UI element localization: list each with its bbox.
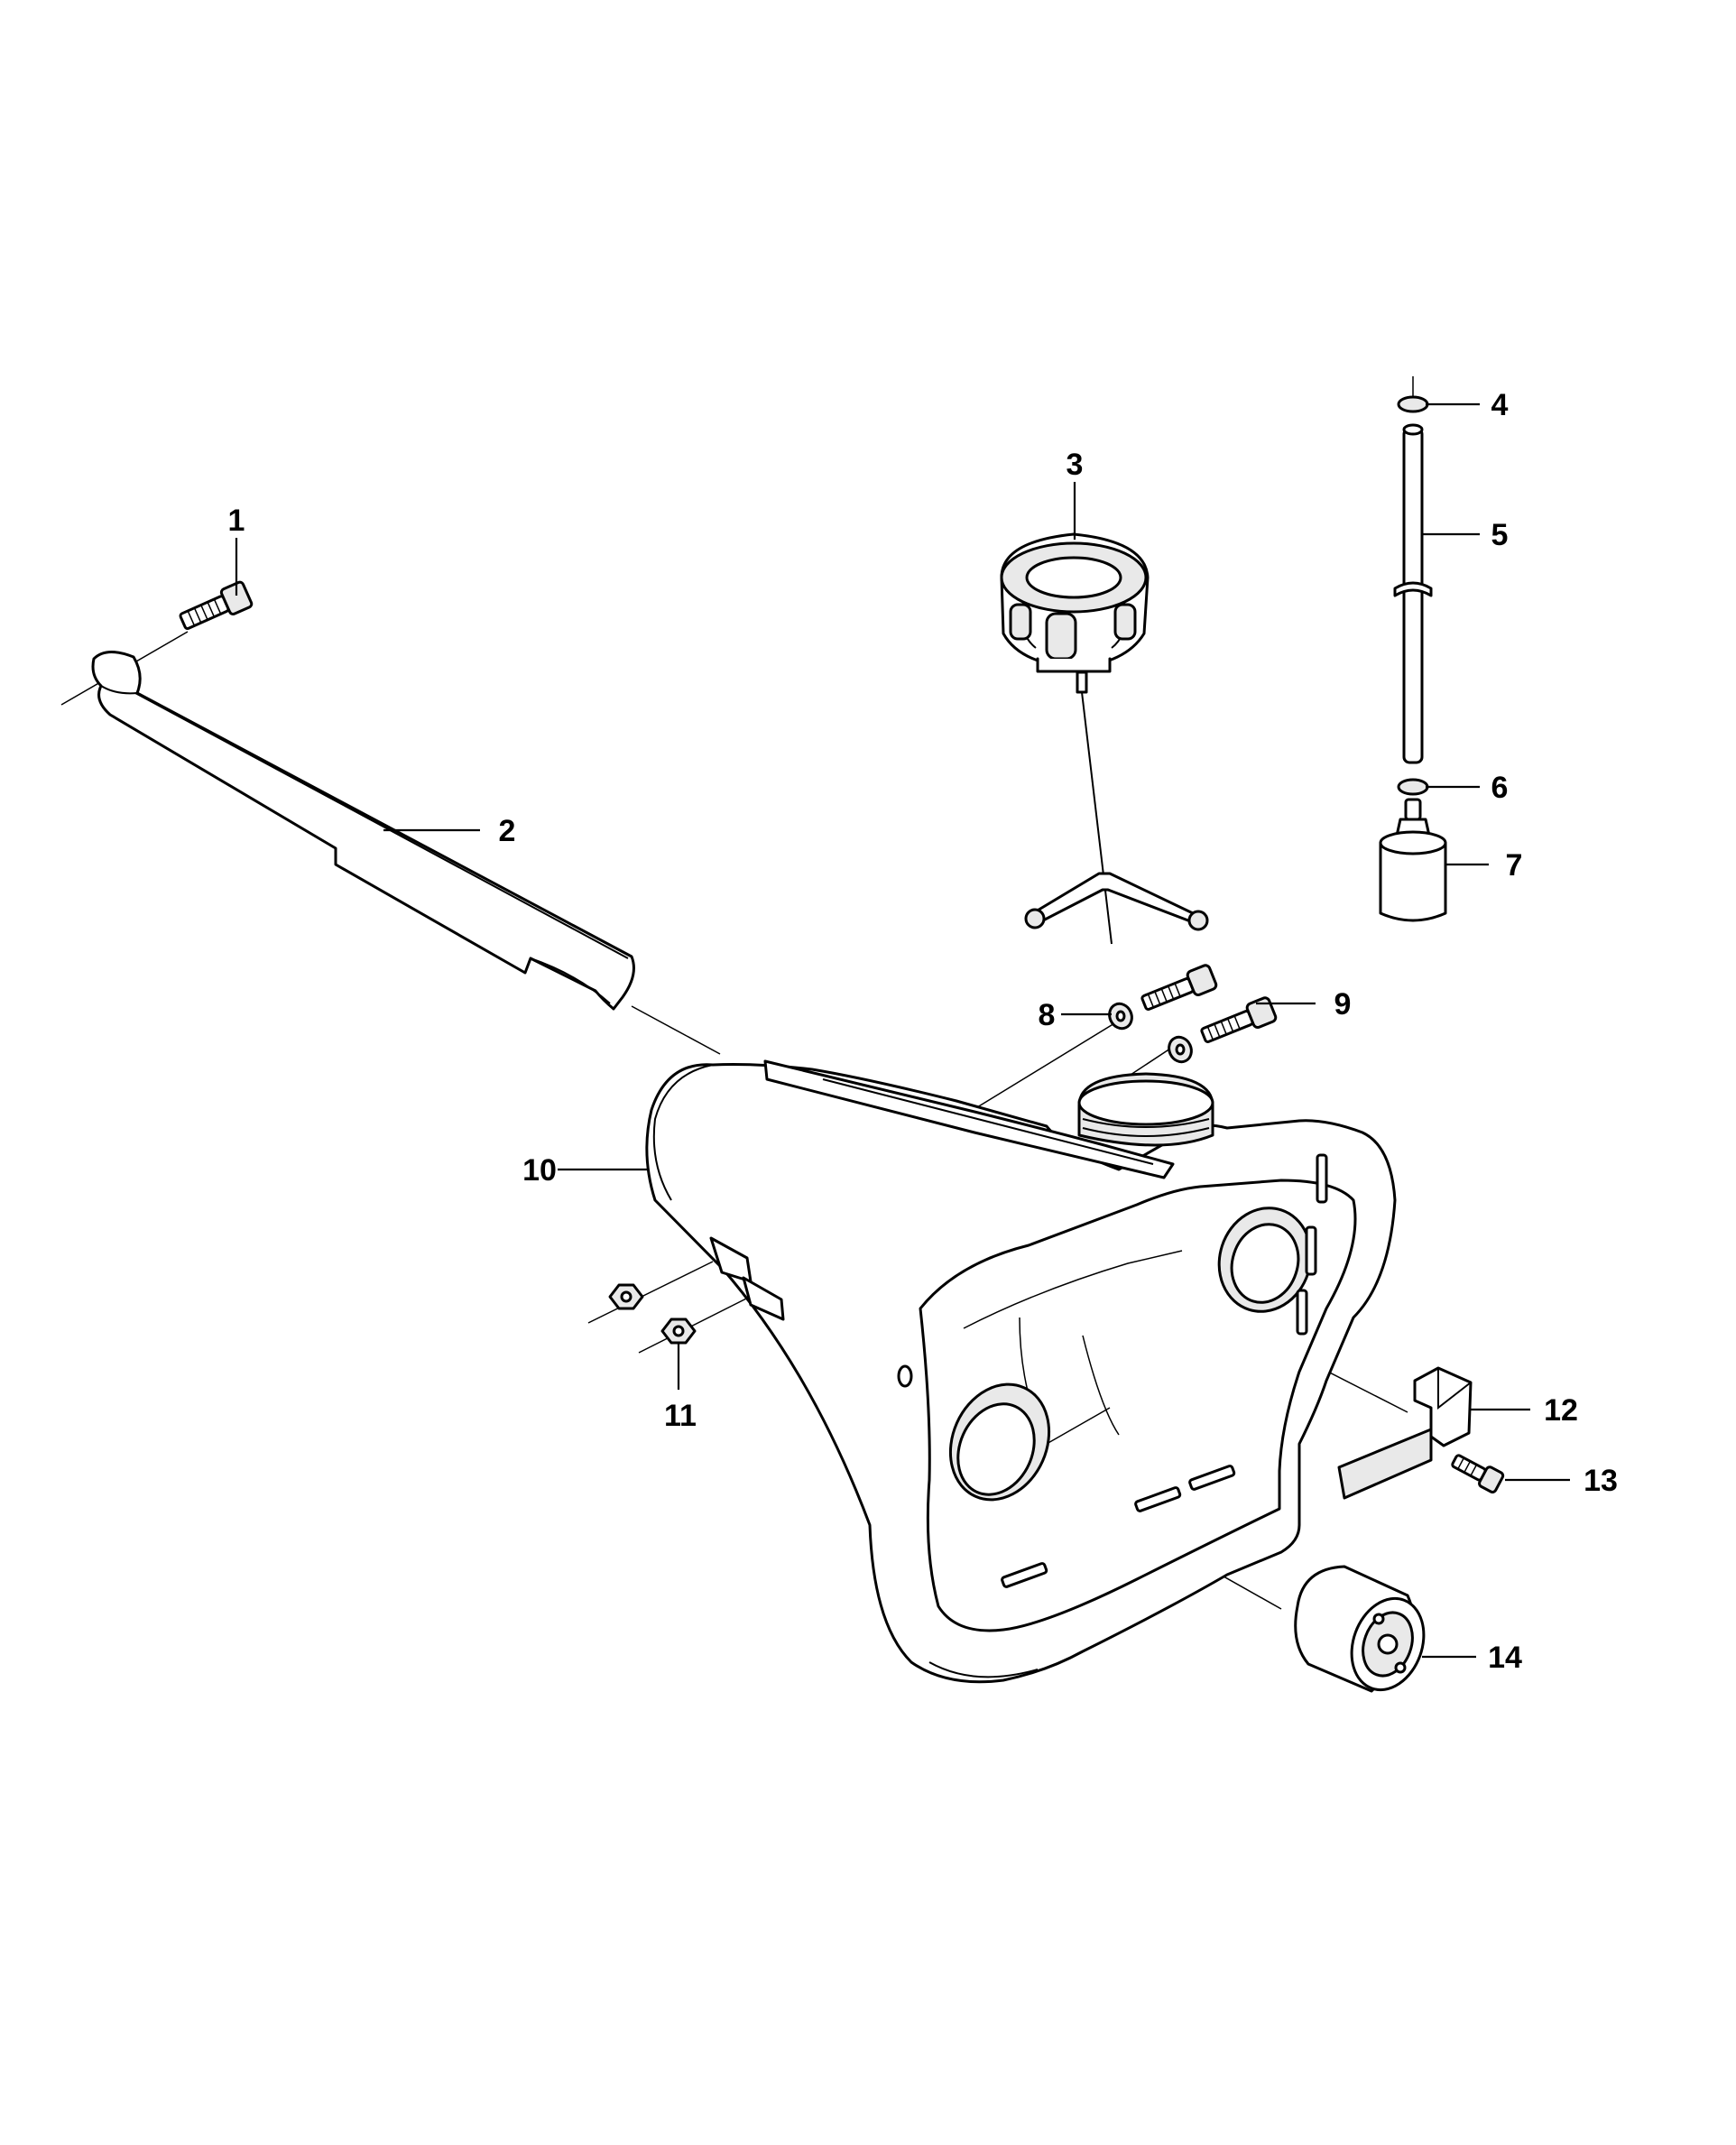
callout-4: 4 <box>1491 388 1509 422</box>
callout-3: 3 <box>1067 448 1084 482</box>
callout-2: 2 <box>499 814 516 848</box>
callout-9: 9 <box>1334 987 1352 1022</box>
callout-10: 10 <box>522 1153 557 1188</box>
part-10-fuel-tank-housing <box>645 1059 1397 1684</box>
part-13-screw <box>1451 1454 1505 1493</box>
part-8-washer-screw <box>1108 964 1218 1031</box>
part-5-fuel-hose <box>1393 423 1433 764</box>
callout-11: 11 <box>664 1399 697 1433</box>
part-6-grommet <box>1397 778 1429 796</box>
part-14-insert <box>1294 1565 1426 1693</box>
callout-12: 12 <box>1544 1393 1578 1428</box>
part-9-washer-screw <box>1168 996 1278 1064</box>
part-12-bracket <box>1337 1366 1473 1500</box>
callout-14: 14 <box>1488 1641 1522 1675</box>
part-1-screw <box>179 580 254 631</box>
tank-ribs <box>1001 1153 1328 1588</box>
callout-8: 8 <box>1039 998 1056 1032</box>
part-3-fuel-cap <box>1000 532 1209 945</box>
callout-7: 7 <box>1506 848 1523 883</box>
callout-labels: 1 2 3 4 5 6 7 8 9 10 11 12 13 14 <box>228 388 1618 1675</box>
part-11-nut <box>608 1283 697 1345</box>
leader-lines <box>235 402 1570 1659</box>
callout-13: 13 <box>1584 1464 1618 1498</box>
part-2-guard-bar <box>91 651 635 1011</box>
callout-6: 6 <box>1491 771 1509 805</box>
callout-1: 1 <box>228 504 245 538</box>
part-7-fuel-filter <box>1379 798 1447 922</box>
part-4-grommet <box>1397 395 1429 413</box>
callout-5: 5 <box>1491 518 1509 552</box>
